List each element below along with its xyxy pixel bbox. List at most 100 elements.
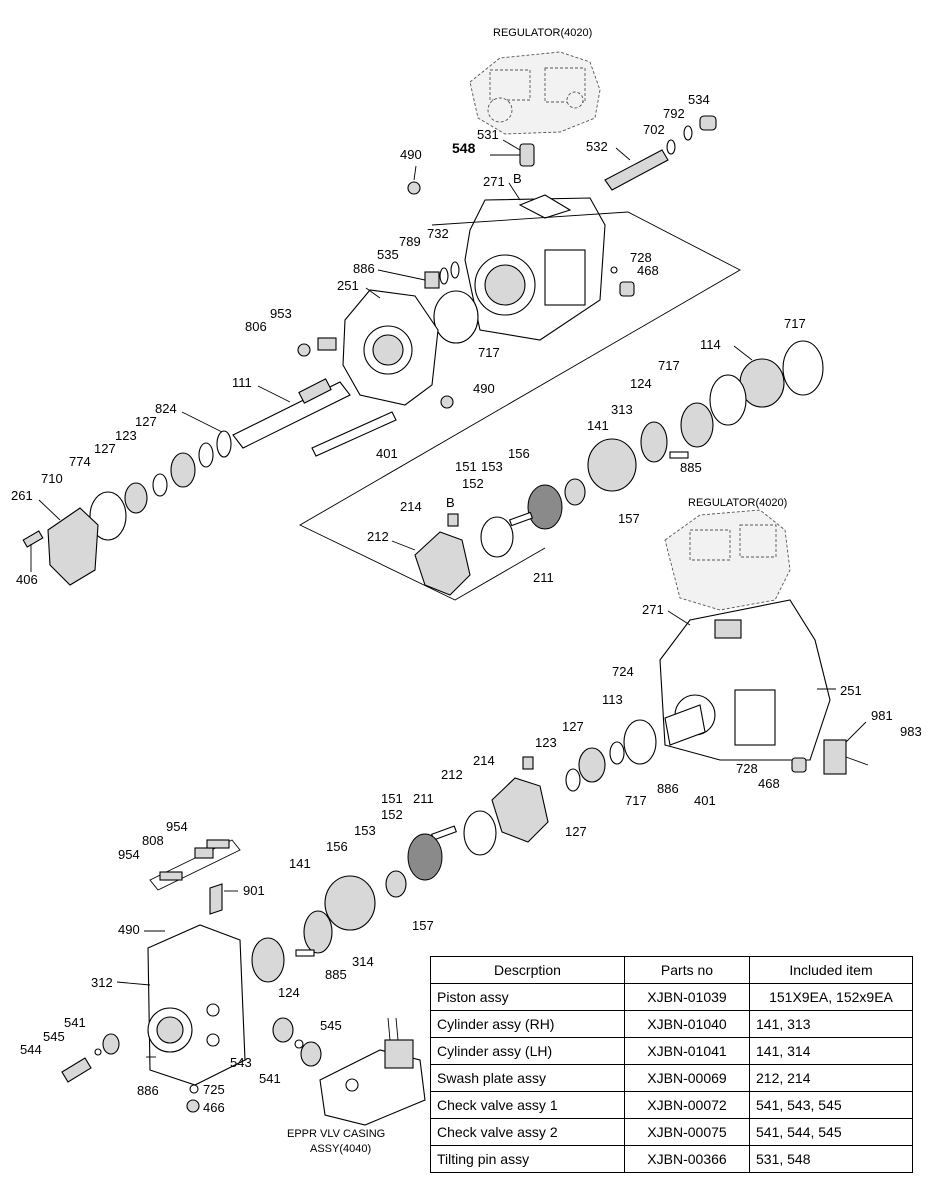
callout-953: 953 — [270, 306, 292, 321]
oring-717-top — [433, 290, 479, 344]
callout-490-bottom: 490 — [118, 922, 140, 937]
marker-b-top: B — [513, 171, 522, 186]
bearing-124-bottom — [251, 937, 285, 983]
regulator-right-illustration — [664, 509, 791, 611]
cell-description: Check valve assy 2 — [430, 1118, 625, 1146]
spherical-bush-156-mid — [385, 870, 407, 898]
nut-808 — [194, 847, 214, 859]
oring-717-b — [782, 340, 824, 396]
oring-710 — [89, 491, 127, 541]
callout-123-b: 123 — [535, 735, 557, 750]
callout-728-right: 728 — [736, 761, 758, 776]
spherical-bush-156-top — [564, 478, 586, 506]
ring-545-left — [94, 1048, 102, 1056]
callout-123-a: 123 — [115, 428, 137, 443]
callout-885-mid: 885 — [325, 967, 347, 982]
ring-127-d — [565, 768, 581, 792]
assembly-guide-line — [299, 211, 741, 601]
callout-548: 548 — [452, 140, 476, 156]
callout-211-top: 211 — [533, 570, 554, 585]
callout-214-mid: 214 — [473, 753, 495, 768]
pin-885-top — [669, 451, 689, 459]
table-row: Check valve assy 2 XJBN-00075 541, 544, … — [430, 1118, 913, 1146]
table-row: Tilting pin assy XJBN-00366 531, 548 — [430, 1145, 913, 1173]
plug-901 — [209, 883, 223, 915]
screw-954-a — [159, 871, 183, 881]
ring-127-a — [198, 442, 214, 468]
callout-490-top: 490 — [400, 147, 422, 162]
callout-141-mid: 141 — [289, 856, 311, 871]
pin-983 — [845, 756, 869, 766]
eppr-label-line1: EPPR VLV CASING — [287, 1128, 385, 1140]
plug-544 — [61, 1057, 92, 1083]
callout-111: 111 — [232, 375, 252, 390]
callout-981: 981 — [871, 708, 893, 723]
callout-313: 313 — [611, 402, 633, 417]
callout-532: 532 — [586, 139, 608, 154]
callout-728-top: 728 — [630, 250, 652, 265]
bearing-124-top — [680, 402, 714, 448]
callout-271-top: 271 — [483, 174, 505, 189]
callout-724: 724 — [612, 664, 634, 679]
cell-description: Tilting pin assy — [430, 1145, 625, 1173]
plug-468-right — [791, 757, 807, 773]
callout-725: 725 — [203, 1082, 225, 1097]
callout-886-right: 886 — [657, 781, 679, 796]
valve-543 — [272, 1017, 294, 1043]
cell-included-item: 141, 313 — [749, 1010, 913, 1038]
callout-152-mid: 152 — [381, 807, 403, 822]
callout-531: 531 — [477, 127, 499, 142]
plate-313 — [640, 421, 668, 463]
callout-954-bottom: 954 — [118, 847, 140, 862]
nut-806 — [297, 343, 311, 357]
oring-717-c — [709, 374, 747, 426]
sleeve-114 — [739, 358, 785, 408]
callout-401-top: 401 — [376, 446, 398, 461]
callout-312: 312 — [91, 975, 113, 990]
callout-151-top: 151 — [455, 459, 477, 474]
callout-534: 534 — [688, 92, 710, 107]
callout-127-d: 127 — [565, 824, 587, 839]
plate-981 — [823, 739, 847, 775]
callout-153-mid: 153 — [354, 823, 376, 838]
pin-885-mid — [295, 949, 315, 957]
table-row: Check valve assy 1 XJBN-00072 541, 543, … — [430, 1091, 913, 1119]
cell-parts-no: XJBN-01040 — [624, 1010, 750, 1038]
leader-lines — [30, 139, 867, 986]
ring-127-c — [609, 741, 625, 765]
oring-789 — [439, 267, 449, 285]
cell-parts-no: XJBN-01041 — [624, 1037, 750, 1065]
cell-parts-no: XJBN-01039 — [624, 983, 750, 1011]
cell-parts-no: XJBN-00069 — [624, 1064, 750, 1092]
regulator-top-illustration — [469, 51, 601, 135]
tilting-pin-214-top — [447, 513, 459, 527]
callout-124-top: 124 — [630, 376, 652, 391]
callout-885-top: 885 — [680, 460, 702, 475]
marker-b-mid: B — [446, 495, 455, 510]
callout-157-mid: 157 — [412, 918, 434, 933]
callout-314: 314 — [352, 954, 374, 969]
callout-717-b: 717 — [784, 316, 806, 331]
piston-152-top — [508, 511, 534, 527]
regulator-top-label: REGULATOR(4020) — [493, 27, 592, 39]
ring-127-b — [152, 473, 168, 497]
header-parts-no: Parts no — [624, 956, 750, 984]
callout-212-mid: 212 — [441, 767, 463, 782]
bolt-490-mid — [440, 395, 454, 409]
callout-406: 406 — [16, 572, 38, 587]
plug-468-top — [619, 281, 635, 297]
callout-156-top: 156 — [508, 446, 530, 461]
table-row: Piston assy XJBN-01039 151X9EA, 152x9EA — [430, 983, 913, 1011]
table-row: Swash plate assy XJBN-00069 212, 214 — [430, 1064, 913, 1092]
screw-954-b — [206, 839, 230, 849]
bolt-490-top — [407, 181, 421, 195]
table-row: Cylinder assy (RH) XJBN-01040 141, 313 — [430, 1010, 913, 1038]
callout-141-top: 141 — [587, 418, 609, 433]
callout-545-left: 545 — [43, 1029, 65, 1044]
bolt-406 — [22, 530, 44, 548]
callout-717-c: 717 — [658, 358, 680, 373]
cell-description: Check valve assy 1 — [430, 1091, 625, 1119]
callout-152-top: 152 — [462, 476, 484, 491]
callout-541-right: 541 — [259, 1071, 281, 1086]
